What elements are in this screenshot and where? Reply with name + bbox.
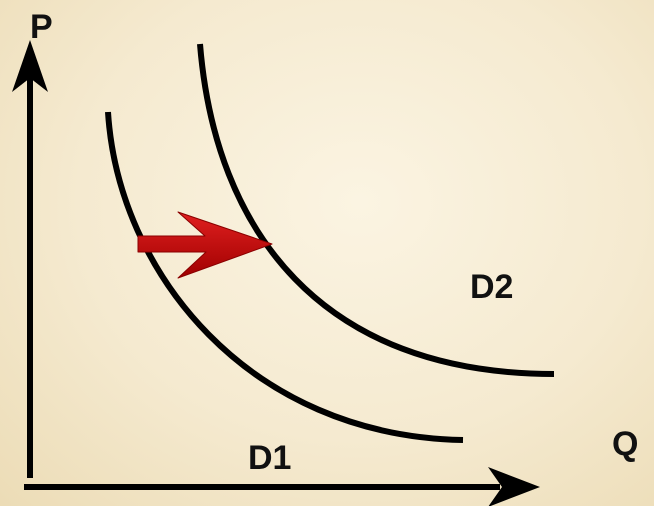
curve-label-d1: D1 [248,439,291,477]
demand-curve-d2 [197,43,555,377]
demand-curve-d1 [105,111,464,443]
shift-arrow-icon [137,211,273,279]
curve-label-d2: D2 [470,268,513,306]
y-axis-arrowhead [12,40,48,92]
x-axis-label: Q [612,425,638,463]
x-axis-arrowhead [488,467,540,506]
y-axis-label: P [30,8,53,46]
x-axis [24,467,540,506]
y-axis [12,40,48,478]
shift-arrow [137,211,273,279]
